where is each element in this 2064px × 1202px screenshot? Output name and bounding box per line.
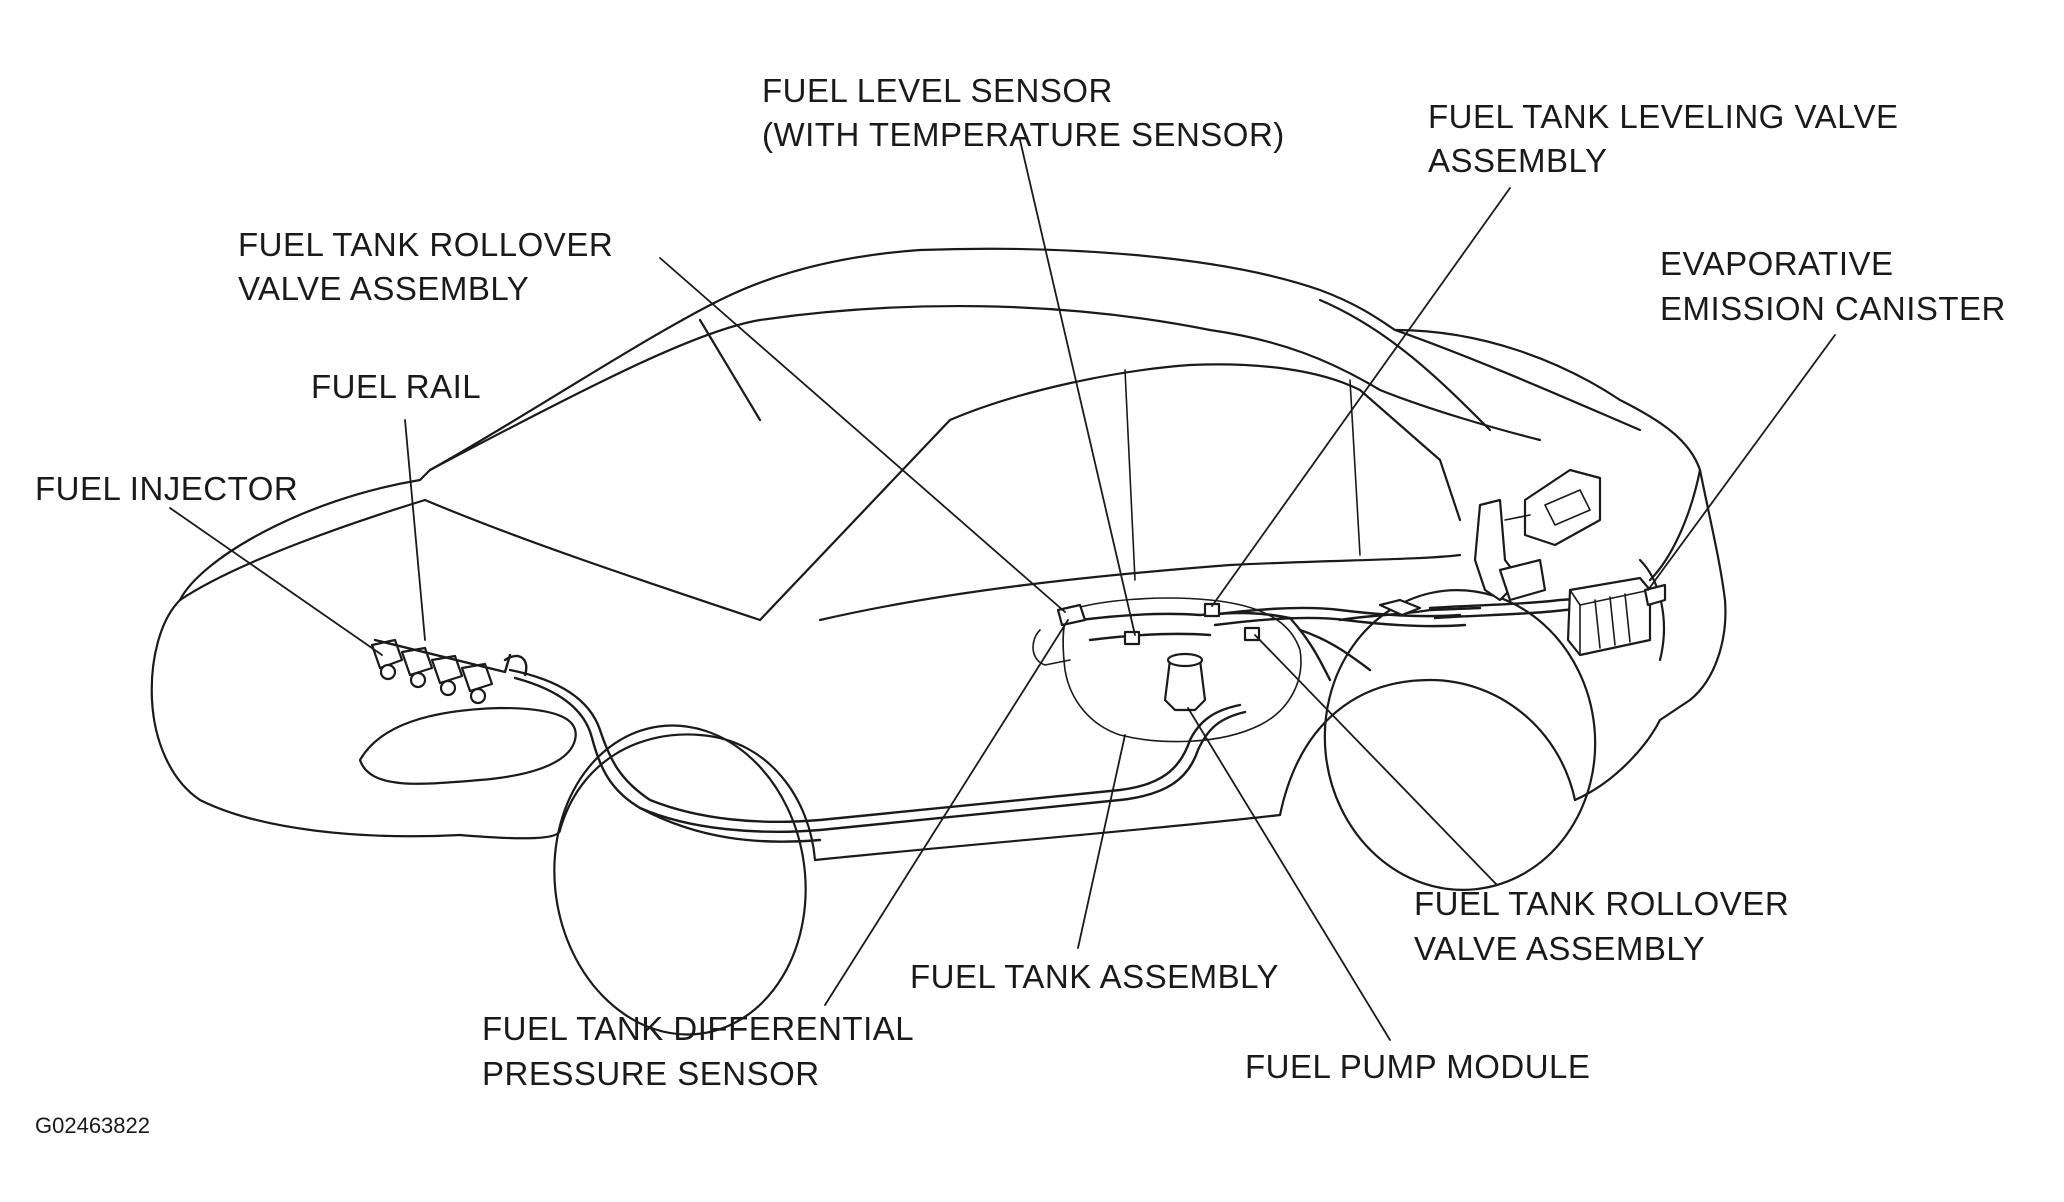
leader-lines (169, 139, 1836, 1041)
label-fuel-tank-assembly: FUEL TANK ASSEMBLY (910, 958, 1279, 995)
fuel-tank (1062, 597, 1302, 743)
label-evap-canister-line1: EVAPORATIVE (1660, 245, 1894, 282)
label-fuel-tank-leveling-valve-line2: ASSEMBLY (1428, 142, 1607, 179)
leader-fuel-tank-assembly (1077, 734, 1126, 949)
car-body (150, 247, 1727, 1036)
label-fuel-tank-diff-pressure-line1: FUEL TANK DIFFERENTIAL (482, 1010, 914, 1047)
label-evap-canister-line2: EMISSION CANISTER (1660, 290, 2006, 327)
leader-fuel-level-sensor (1019, 139, 1136, 636)
fuel-rail (373, 638, 512, 674)
label-fuel-level-sensor-line2: (WITH TEMPERATURE SENSOR) (762, 116, 1285, 153)
leader-fuel-pump-module (1187, 707, 1391, 1041)
leader-fuel-injector (169, 507, 383, 656)
label-fuel-tank-diff-pressure-line2: PRESSURE SENSOR (482, 1055, 820, 1092)
label-fuel-rail: FUEL RAIL (311, 368, 481, 405)
fuel-system-components (370, 498, 1667, 843)
evap-canister-part (1566, 576, 1667, 657)
leader-fuel-rail (404, 419, 426, 641)
fuel-line-main (508, 668, 1242, 823)
label-fuel-tank-leveling-valve-line1: FUEL TANK LEVELING VALVE (1428, 98, 1899, 135)
label-fuel-tank-rollover-upper-line1: FUEL TANK ROLLOVER (238, 226, 613, 263)
label-fuel-level-sensor-line1: FUEL LEVEL SENSOR (762, 72, 1113, 109)
labels: FUEL LEVEL SENSOR (WITH TEMPERATURE SENS… (35, 72, 2006, 1138)
fuel-injectors (370, 638, 494, 705)
figure-code: G02463822 (35, 1113, 150, 1138)
label-fuel-tank-rollover-upper-line2: VALVE ASSEMBLY (238, 270, 529, 307)
label-fuel-tank-rollover-lower-line2: VALVE ASSEMBLY (1414, 930, 1705, 967)
fuel-pump-module-part (1163, 652, 1207, 712)
leader-evap-canister (1647, 334, 1836, 591)
label-fuel-tank-rollover-lower-line1: FUEL TANK ROLLOVER (1414, 885, 1789, 922)
leader-fuel-tank-rollover-upper (659, 257, 1066, 613)
label-fuel-injector: FUEL INJECTOR (35, 470, 298, 507)
leader-fuel-tank-rollover-lower (1254, 634, 1498, 886)
leader-fuel-tank-leveling-valve (1211, 187, 1511, 607)
label-fuel-pump-module: FUEL PUMP MODULE (1245, 1048, 1590, 1085)
leader-fuel-tank-diff-pressure (824, 619, 1069, 1006)
